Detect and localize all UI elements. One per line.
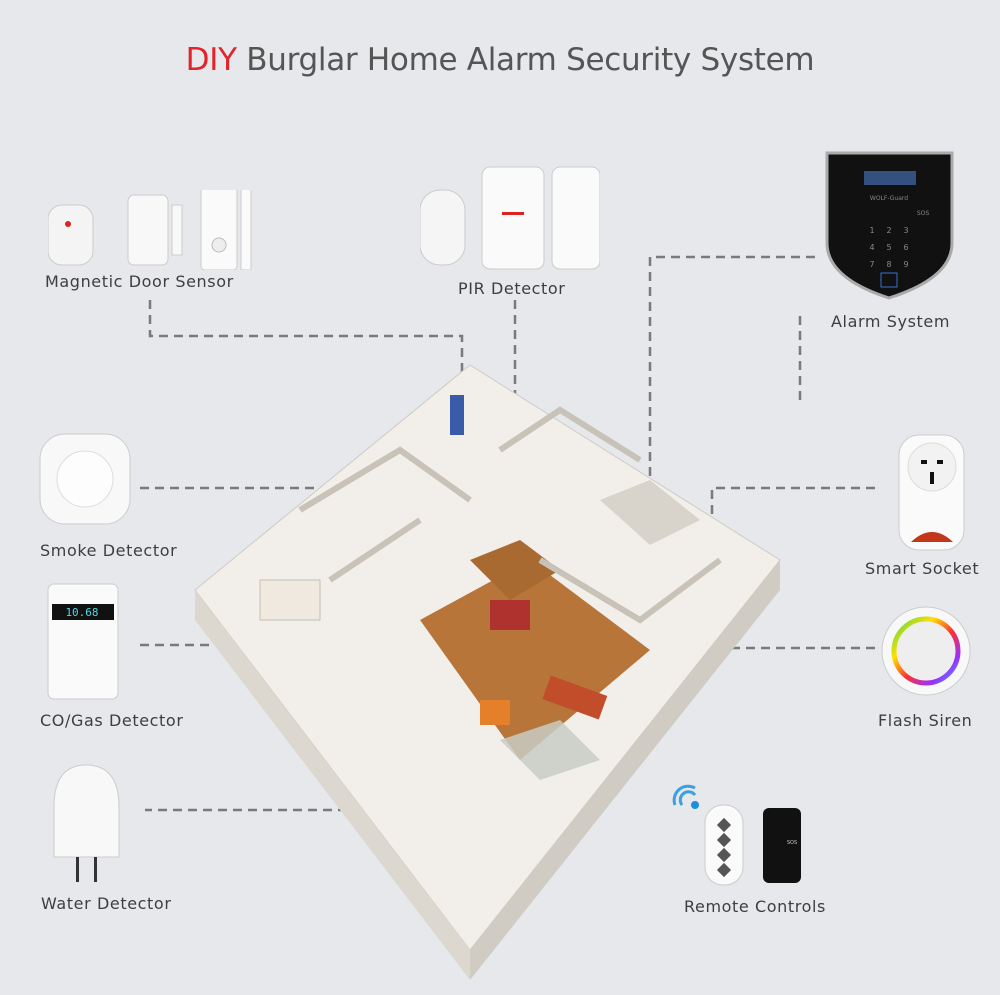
svg-text:4: 4 bbox=[869, 243, 874, 252]
siren-label: Flash Siren bbox=[878, 711, 973, 730]
water-label: Water Detector bbox=[41, 894, 172, 913]
svg-text:WOLF-Guard: WOLF-Guard bbox=[870, 195, 908, 202]
svg-text:1: 1 bbox=[869, 226, 874, 235]
siren-icon bbox=[880, 603, 975, 707]
svg-text:8: 8 bbox=[886, 260, 891, 269]
svg-text:9: 9 bbox=[903, 260, 908, 269]
alarm-label: Alarm System bbox=[831, 312, 951, 331]
svg-text:7: 7 bbox=[869, 260, 874, 269]
socket-label: Smart Socket bbox=[865, 559, 980, 578]
door-sensor-icon bbox=[47, 164, 268, 274]
remote-control-icon: SOS bbox=[670, 780, 810, 894]
pir-label: PIR Detector bbox=[458, 279, 566, 298]
title-text: Burglar Home Alarm Security System bbox=[246, 42, 815, 78]
door-sensor-label: Magnetic Door Sensor bbox=[45, 272, 234, 291]
smoke-detector-icon bbox=[38, 432, 133, 536]
svg-text:6: 6 bbox=[903, 243, 908, 252]
alarm-panel-icon: WOLF-Guard 1 2 3 4 5 6 7 8 9 SOS bbox=[822, 148, 962, 307]
svg-text:3: 3 bbox=[903, 226, 908, 235]
title-accent: DIY bbox=[185, 42, 237, 78]
svg-text:SOS: SOS bbox=[917, 210, 930, 217]
gas-detector-icon: 10.68 bbox=[46, 582, 121, 706]
smoke-label: Smoke Detector bbox=[40, 541, 178, 560]
svg-text:SOS: SOS bbox=[787, 840, 797, 846]
gas-label: CO/Gas Detector bbox=[40, 711, 184, 730]
remote-label: Remote Controls bbox=[684, 897, 826, 916]
motion-sensor-icon bbox=[419, 162, 601, 276]
water-detector-icon bbox=[44, 762, 129, 891]
page-title: DIY Burglar Home Alarm Security System bbox=[0, 42, 1000, 78]
svg-text:10.68: 10.68 bbox=[65, 606, 98, 619]
svg-text:2: 2 bbox=[886, 226, 891, 235]
smart-socket-icon bbox=[896, 432, 971, 556]
svg-text:5: 5 bbox=[886, 243, 891, 252]
